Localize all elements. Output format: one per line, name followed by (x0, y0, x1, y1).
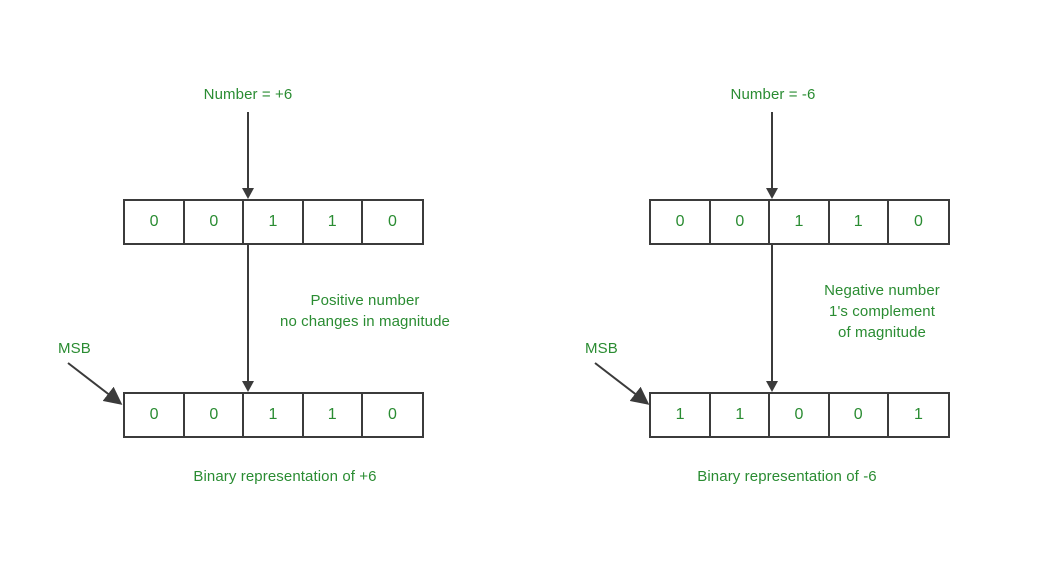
bit-cell: 0 (185, 201, 245, 243)
positive-transform-arrow-line (247, 245, 249, 384)
bit-cell: 0 (362, 201, 422, 243)
bit-cell: 0 (651, 201, 712, 243)
positive-msb-label: MSB (58, 340, 91, 357)
negative-msb-arrow (594, 362, 650, 405)
positive-transform-arrowhead (242, 381, 254, 392)
negative-msb-label: MSB (585, 340, 618, 357)
bit-cell: 0 (888, 201, 948, 243)
negative-note-line-1: Negative number (824, 282, 940, 299)
bit-cell: 1 (244, 201, 304, 243)
bit-cell: 0 (770, 394, 830, 436)
bit-cell: 1 (711, 394, 771, 436)
positive-number-label: Number = +6 (203, 86, 293, 103)
bit-cell: 0 (125, 394, 186, 436)
bit-cell: 1 (770, 201, 830, 243)
negative-transform-arrowhead (766, 381, 778, 392)
bit-cell: 0 (362, 394, 422, 436)
negative-bottom-register: 1 1 0 0 1 (649, 392, 950, 438)
positive-note-line-2: no changes in magnitude (280, 313, 450, 330)
positive-top-arrowhead (242, 188, 254, 199)
bit-cell: 1 (244, 394, 304, 436)
bit-cell: 0 (125, 201, 186, 243)
negative-transform-arrow-line (771, 245, 773, 384)
positive-top-arrow-line (247, 112, 249, 190)
negative-caption: Binary representation of -6 (697, 468, 877, 485)
bit-cell: 0 (185, 394, 245, 436)
bit-cell: 1 (303, 201, 363, 243)
positive-note-text: Positive number no changes in magnitude (250, 290, 480, 332)
negative-top-arrowhead (766, 188, 778, 199)
negative-number-label: Number = -6 (730, 86, 816, 103)
positive-caption: Binary representation of +6 (193, 468, 377, 485)
bit-cell: 1 (303, 394, 363, 436)
negative-note-text: Negative number 1's complement of magnit… (782, 280, 982, 343)
negative-note-line-2: 1's complement (829, 303, 935, 320)
bit-cell: 1 (829, 201, 889, 243)
bit-cell: 0 (711, 201, 771, 243)
negative-top-register: 0 0 1 1 0 (649, 199, 950, 245)
positive-top-register: 0 0 1 1 0 (123, 199, 424, 245)
positive-msb-arrow (67, 362, 123, 405)
positive-bottom-register: 0 0 1 1 0 (123, 392, 424, 438)
bit-cell: 1 (651, 394, 712, 436)
bit-cell: 0 (829, 394, 889, 436)
positive-note-line-1: Positive number (310, 292, 420, 309)
negative-note-line-3: of magnitude (838, 324, 926, 341)
bit-cell: 1 (888, 394, 948, 436)
negative-top-arrow-line (771, 112, 773, 190)
